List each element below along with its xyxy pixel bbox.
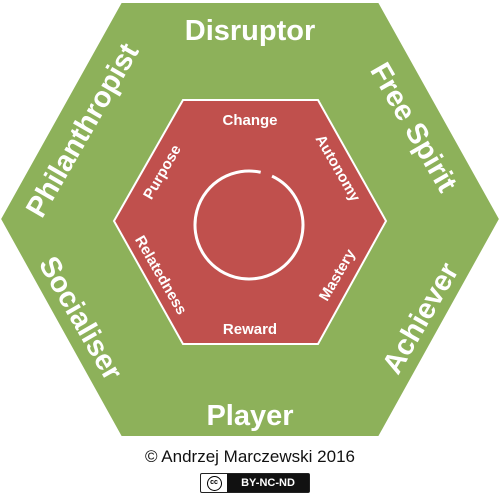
creative-commons-icon-text: cc [206,475,222,491]
copyright-credit: © Andrzej Marczewski 2016 [144,447,355,466]
outer-label-disruptor: Disruptor [185,15,316,47]
license-badge: cc BY-NC-ND [200,473,310,493]
inner-label-change: Change [222,112,277,129]
inner-hexagon [112,99,388,345]
license-badge-text: BY-NC-ND [227,474,309,492]
outer-label-player: Player [206,400,293,432]
creative-commons-icon: cc [201,475,227,492]
inner-label-reward: Reward [223,321,277,338]
center-ring-icon [193,169,305,281]
